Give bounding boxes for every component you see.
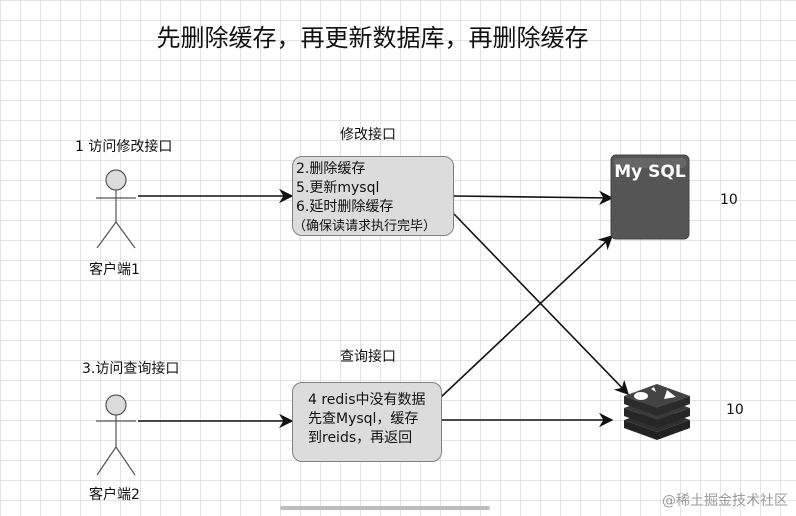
client2-action-label: 3.访问查询接口: [82, 361, 180, 377]
watermark: @稀土掘金技术社区: [662, 493, 788, 509]
update-step-delete-cache: 2.删除缓存: [296, 161, 366, 177]
query-step-redis-miss: 4 redis中没有数据: [308, 392, 426, 408]
redis-value: 10: [726, 402, 744, 418]
update-api-box: 2.删除缓存 5.更新mysql 6.延时删除缓存 （确保读请求执行完毕）: [292, 156, 454, 236]
mysql-database-icon: [610, 154, 690, 240]
query-api-label: 查询接口: [340, 349, 396, 365]
horizontal-scrollbar[interactable]: [280, 506, 490, 510]
mysql-label: My SQL: [614, 162, 686, 182]
query-api-box: 4 redis中没有数据 先查Mysql，缓存 到reids，再返回: [292, 382, 442, 462]
update-step-update-mysql: 5.更新mysql: [296, 180, 380, 196]
redis-icon: [624, 384, 690, 440]
query-step-cache-return: 到reids，再返回: [308, 430, 413, 446]
client2-name-label: 客户端2: [89, 487, 140, 503]
client1-actor-icon: [96, 169, 136, 249]
arrow-update-to-mysql: [453, 190, 614, 206]
diagram-title: 先删除缓存，再更新数据库，再删除缓存: [156, 24, 589, 52]
client1-name-label: 客户端1: [89, 262, 140, 278]
client1-action-label: 1 访问修改接口: [75, 139, 173, 155]
query-step-read-mysql: 先查Mysql，缓存: [308, 411, 419, 427]
arrow-update-to-redis: [453, 213, 630, 396]
mysql-value: 10: [720, 192, 738, 208]
arrow-query-to-mysql: [439, 235, 614, 399]
update-step-delayed-delete: 6.延时删除缓存: [296, 199, 394, 215]
update-step-note: （确保读请求执行完毕）: [293, 219, 437, 234]
client2-actor-icon: [96, 394, 136, 476]
update-api-label: 修改接口: [340, 127, 396, 143]
